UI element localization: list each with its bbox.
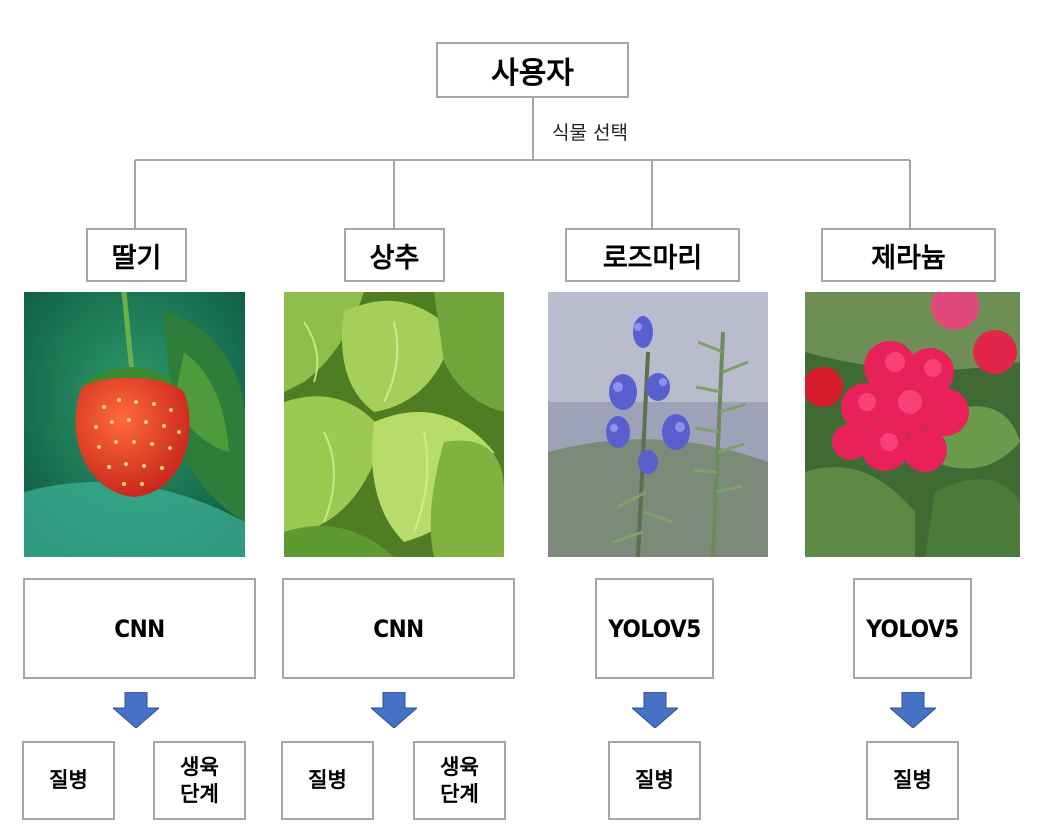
model-label: CNN (114, 614, 165, 643)
down-arrow-icon (371, 692, 417, 728)
rosemary-photo (548, 292, 768, 557)
plant-name: 로즈마리 (602, 242, 703, 274)
output-label: 질병 (49, 768, 88, 793)
output-label: 질병 (308, 768, 347, 793)
model-box-strawberry: CNN (23, 578, 256, 679)
user-node: 사용자 (436, 42, 629, 98)
output-growth-stage-lettuce: 생육 단계 (413, 741, 506, 820)
output-disease-rosemary: 질병 (608, 741, 701, 820)
user-node-label: 사용자 (491, 56, 574, 91)
model-box-lettuce: CNN (282, 578, 515, 679)
output-disease-lettuce: 질병 (281, 741, 374, 820)
plant-name: 상추 (369, 242, 420, 274)
model-label: YOLOV5 (608, 614, 701, 643)
lettuce-photo (284, 292, 504, 557)
output-disease-geranium: 질병 (866, 741, 959, 820)
plant-node-rosemary: 로즈마리 (565, 228, 740, 282)
output-disease-strawberry: 질병 (22, 741, 115, 820)
plant-node-geranium: 제라늄 (821, 228, 996, 282)
model-box-geranium: YOLOV5 (853, 578, 972, 679)
model-box-rosemary: YOLOV5 (595, 578, 714, 679)
output-label: 생육 단계 (440, 755, 479, 806)
output-growth-stage-strawberry: 생육 단계 (153, 741, 246, 820)
model-label: YOLOV5 (866, 614, 959, 643)
output-label: 질병 (635, 768, 674, 793)
plant-node-lettuce: 상추 (344, 228, 445, 282)
plant-node-strawberry: 딸기 (86, 228, 187, 282)
model-label: CNN (373, 614, 424, 643)
strawberry-photo (24, 292, 245, 557)
select-plant-label: 식물 선택 (552, 122, 628, 144)
plant-name: 딸기 (111, 242, 162, 274)
down-arrow-icon (632, 692, 678, 728)
output-label: 생육 단계 (180, 755, 219, 806)
plant-name: 제라늄 (871, 242, 946, 274)
down-arrow-icon (113, 692, 159, 728)
geranium-photo (805, 292, 1020, 557)
down-arrow-icon (890, 692, 936, 728)
output-label: 질병 (893, 768, 932, 793)
